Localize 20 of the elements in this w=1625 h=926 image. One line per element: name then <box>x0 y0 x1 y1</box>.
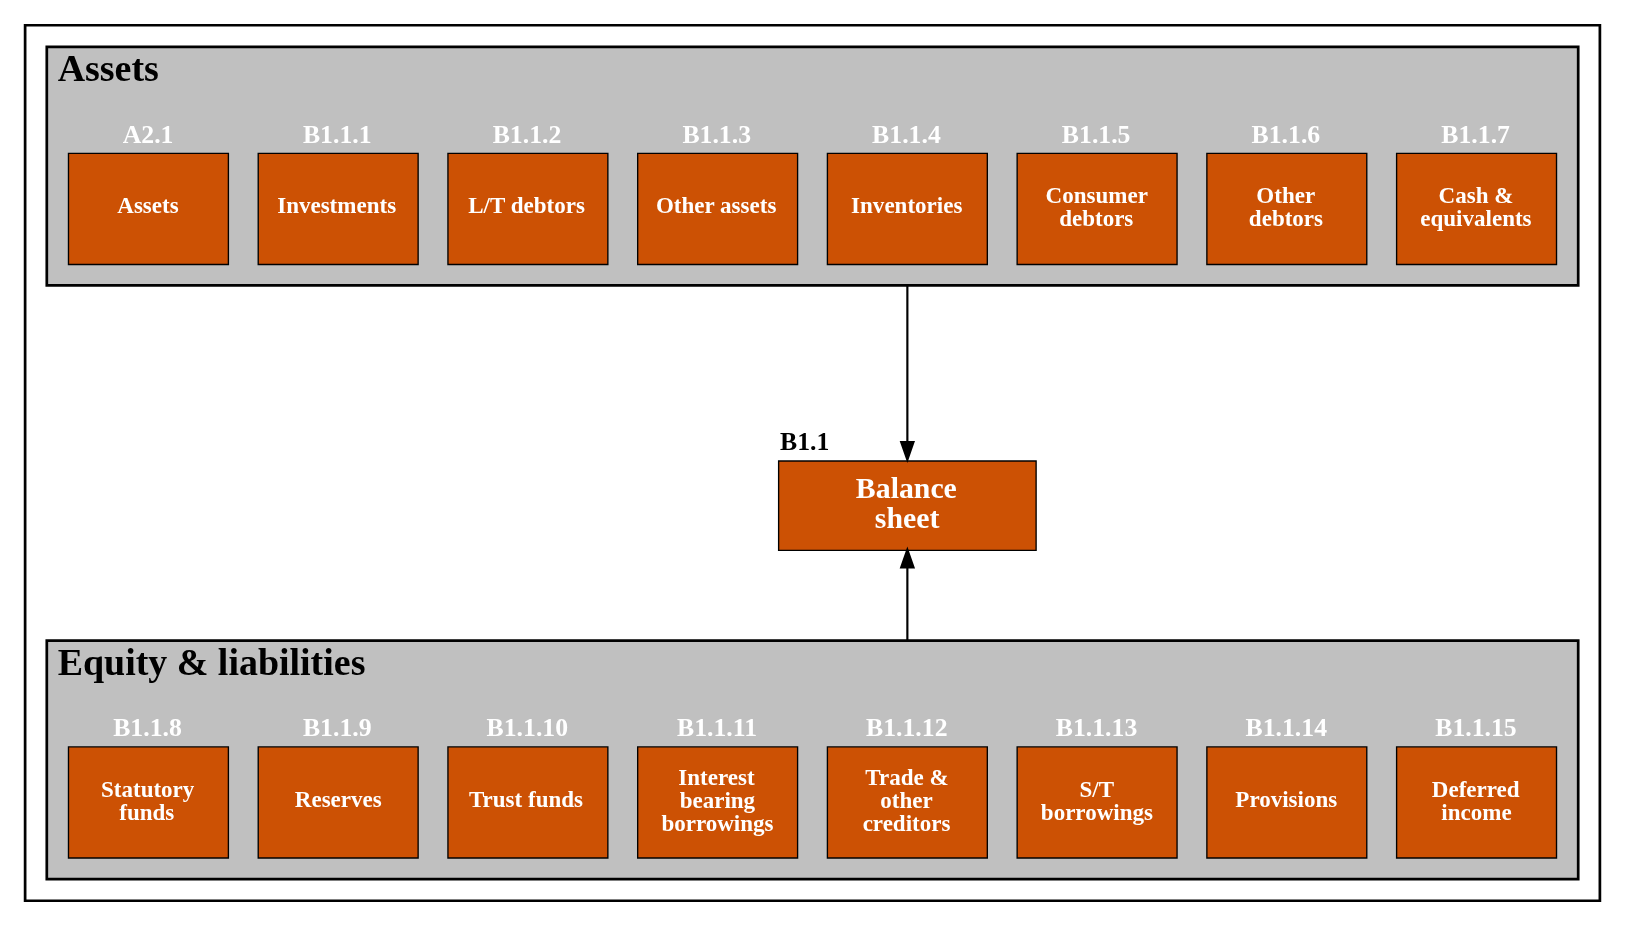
arrow <box>899 285 916 463</box>
node-label: B1.1.9 <box>302 713 372 743</box>
node-label: B1.1.15 <box>1435 713 1517 743</box>
node-label: B1.1.7 <box>1441 119 1510 149</box>
node-label: B1.1.14 <box>1245 713 1328 743</box>
node-label: B1.1.11 <box>676 713 758 743</box>
node-label: B1.1.6 <box>1251 119 1321 149</box>
node-label: A2.1 <box>122 119 174 149</box>
node-label: B1.1.10 <box>486 713 569 743</box>
node-label: B1.1.4 <box>872 119 941 149</box>
node-label: B1.1.8 <box>113 713 182 743</box>
node-label: B1.1 <box>779 427 830 457</box>
node-label: B1.1.5 <box>1061 119 1131 149</box>
node-label: B1.1.12 <box>866 713 948 743</box>
node-label: B1.1.2 <box>492 119 562 149</box>
node-label: B1.1.1 <box>302 119 372 149</box>
node-label: B1.1.13 <box>1055 713 1138 743</box>
node-label: B1.1.3 <box>682 119 752 149</box>
cluster <box>23 23 1602 903</box>
arrow <box>899 546 916 641</box>
